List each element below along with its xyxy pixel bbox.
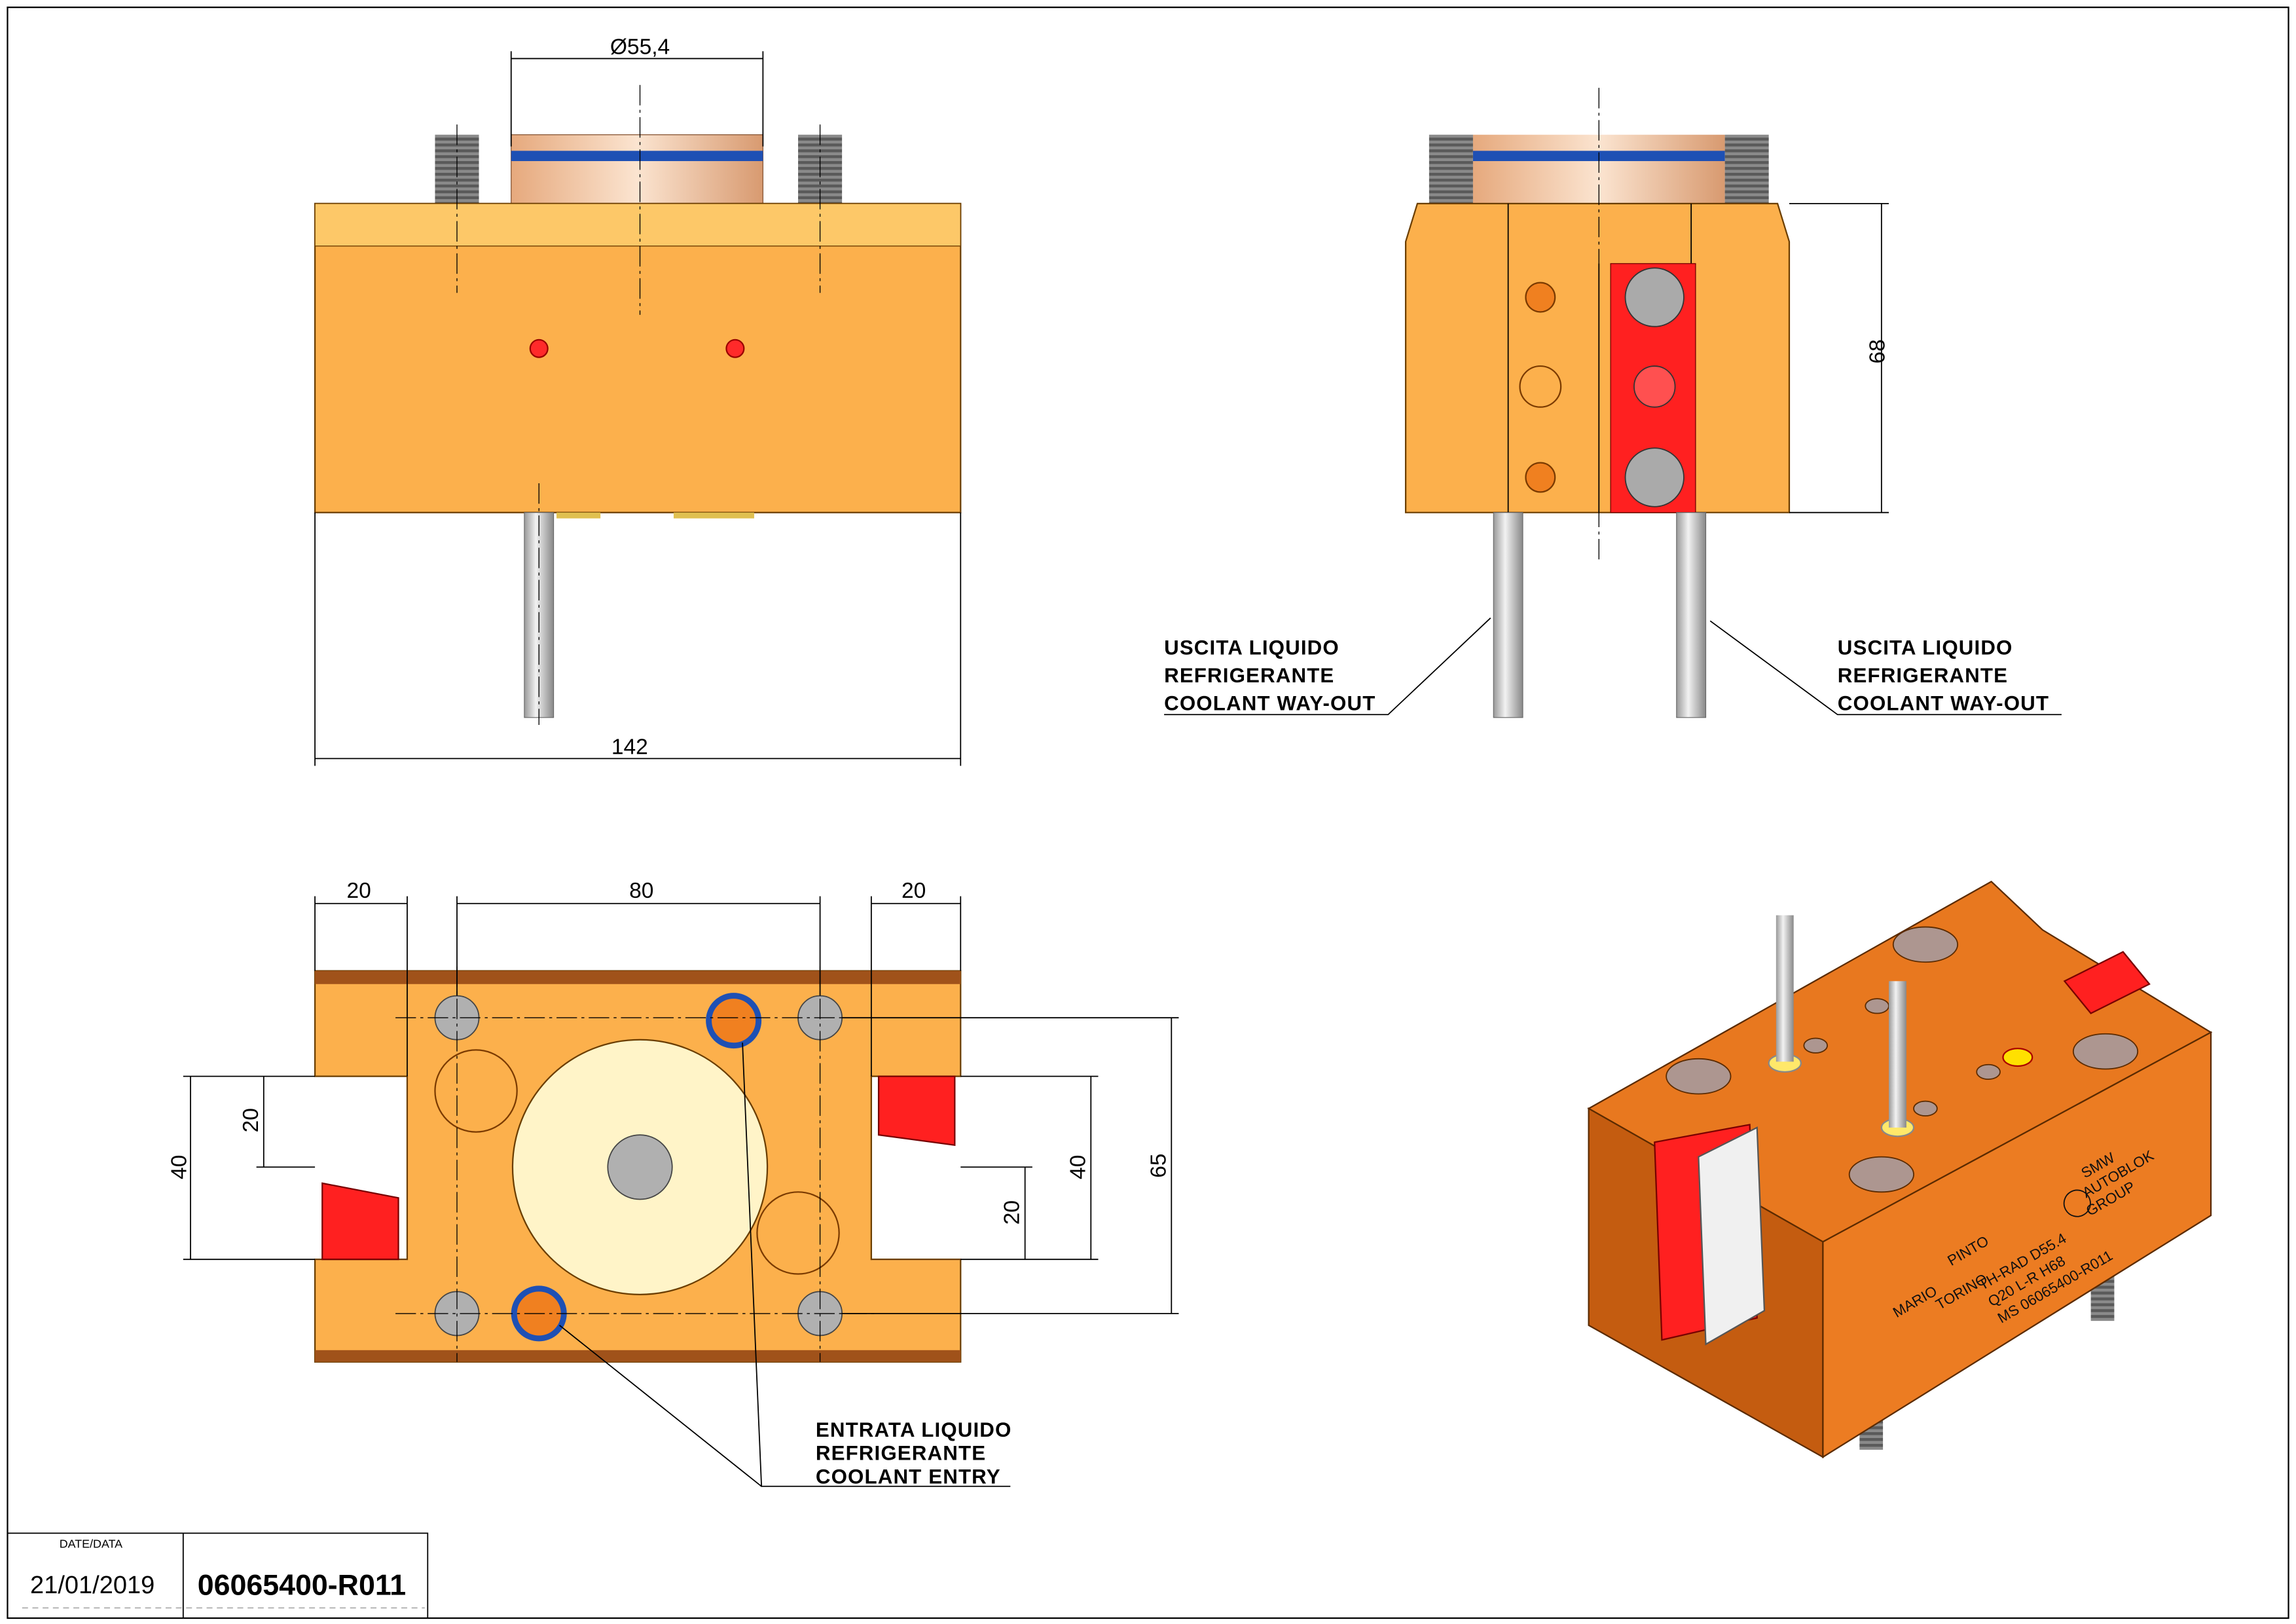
label-line: REFRIGERANTE: [1838, 664, 2008, 687]
iso-view: MARIO PINTO TORINO TH-RAD D55.4 Q20 L-R …: [1587, 880, 2213, 1459]
block-body: [1404, 202, 1791, 513]
width-dimension: 142: [611, 735, 648, 760]
label-line: COOLANT WAY-OUT: [1838, 692, 2049, 715]
dim-right-mid: 40: [1066, 1155, 1090, 1179]
label-coolant-entry: ENTRATA LIQUIDO: [816, 1418, 1012, 1441]
date-value: 21/01/2019: [30, 1572, 155, 1599]
dim-top-mid: 80: [629, 879, 653, 903]
label-line: REFRIGERANTE: [1164, 664, 1334, 687]
label-line: REFRIGERANTE: [816, 1442, 986, 1465]
bottom-view: 20 80 20 40 20 20 40 65 ENTRATA LIQUIDO …: [167, 879, 1179, 1488]
label-line: COOLANT WAY-OUT: [1164, 692, 1376, 715]
dim-left-outer: 40: [167, 1155, 191, 1179]
height-dimension: 68: [1865, 339, 1889, 363]
side-view: 68 USCITA LIQUIDO REFRIGERANTE COOLANT W…: [1164, 88, 2062, 718]
label-line: COOLANT ENTRY: [816, 1465, 1001, 1488]
part-number: 06065400-R011: [198, 1569, 406, 1601]
o-ring: [511, 151, 763, 161]
dim-right-inner: 20: [1000, 1200, 1025, 1225]
dim-top-left: 20: [347, 879, 371, 903]
block-body: [314, 202, 962, 513]
front-face: [1822, 1031, 2212, 1459]
brand-logo-icon: [2063, 1189, 2091, 1217]
copper-cylinder: [511, 134, 764, 204]
diameter-dimension: Ø55,4: [610, 35, 670, 60]
label-coolant-out-right: USCITA LIQUIDO: [1838, 637, 2013, 659]
sheet-border: [7, 7, 2289, 1619]
hole: [725, 339, 745, 358]
dim-right-outer: 65: [1146, 1153, 1171, 1177]
date-label: DATE/DATA: [60, 1538, 122, 1551]
dim-top-right: 20: [902, 879, 926, 903]
hole: [529, 339, 549, 358]
title-block: DATE/DATA 21/01/2019 06065400-R011: [7, 1532, 429, 1619]
dim-left-inner: 20: [239, 1108, 263, 1132]
label-coolant-out-left: USCITA LIQUIDO: [1164, 637, 1339, 659]
front-view: Ø55,4 142: [314, 35, 962, 766]
